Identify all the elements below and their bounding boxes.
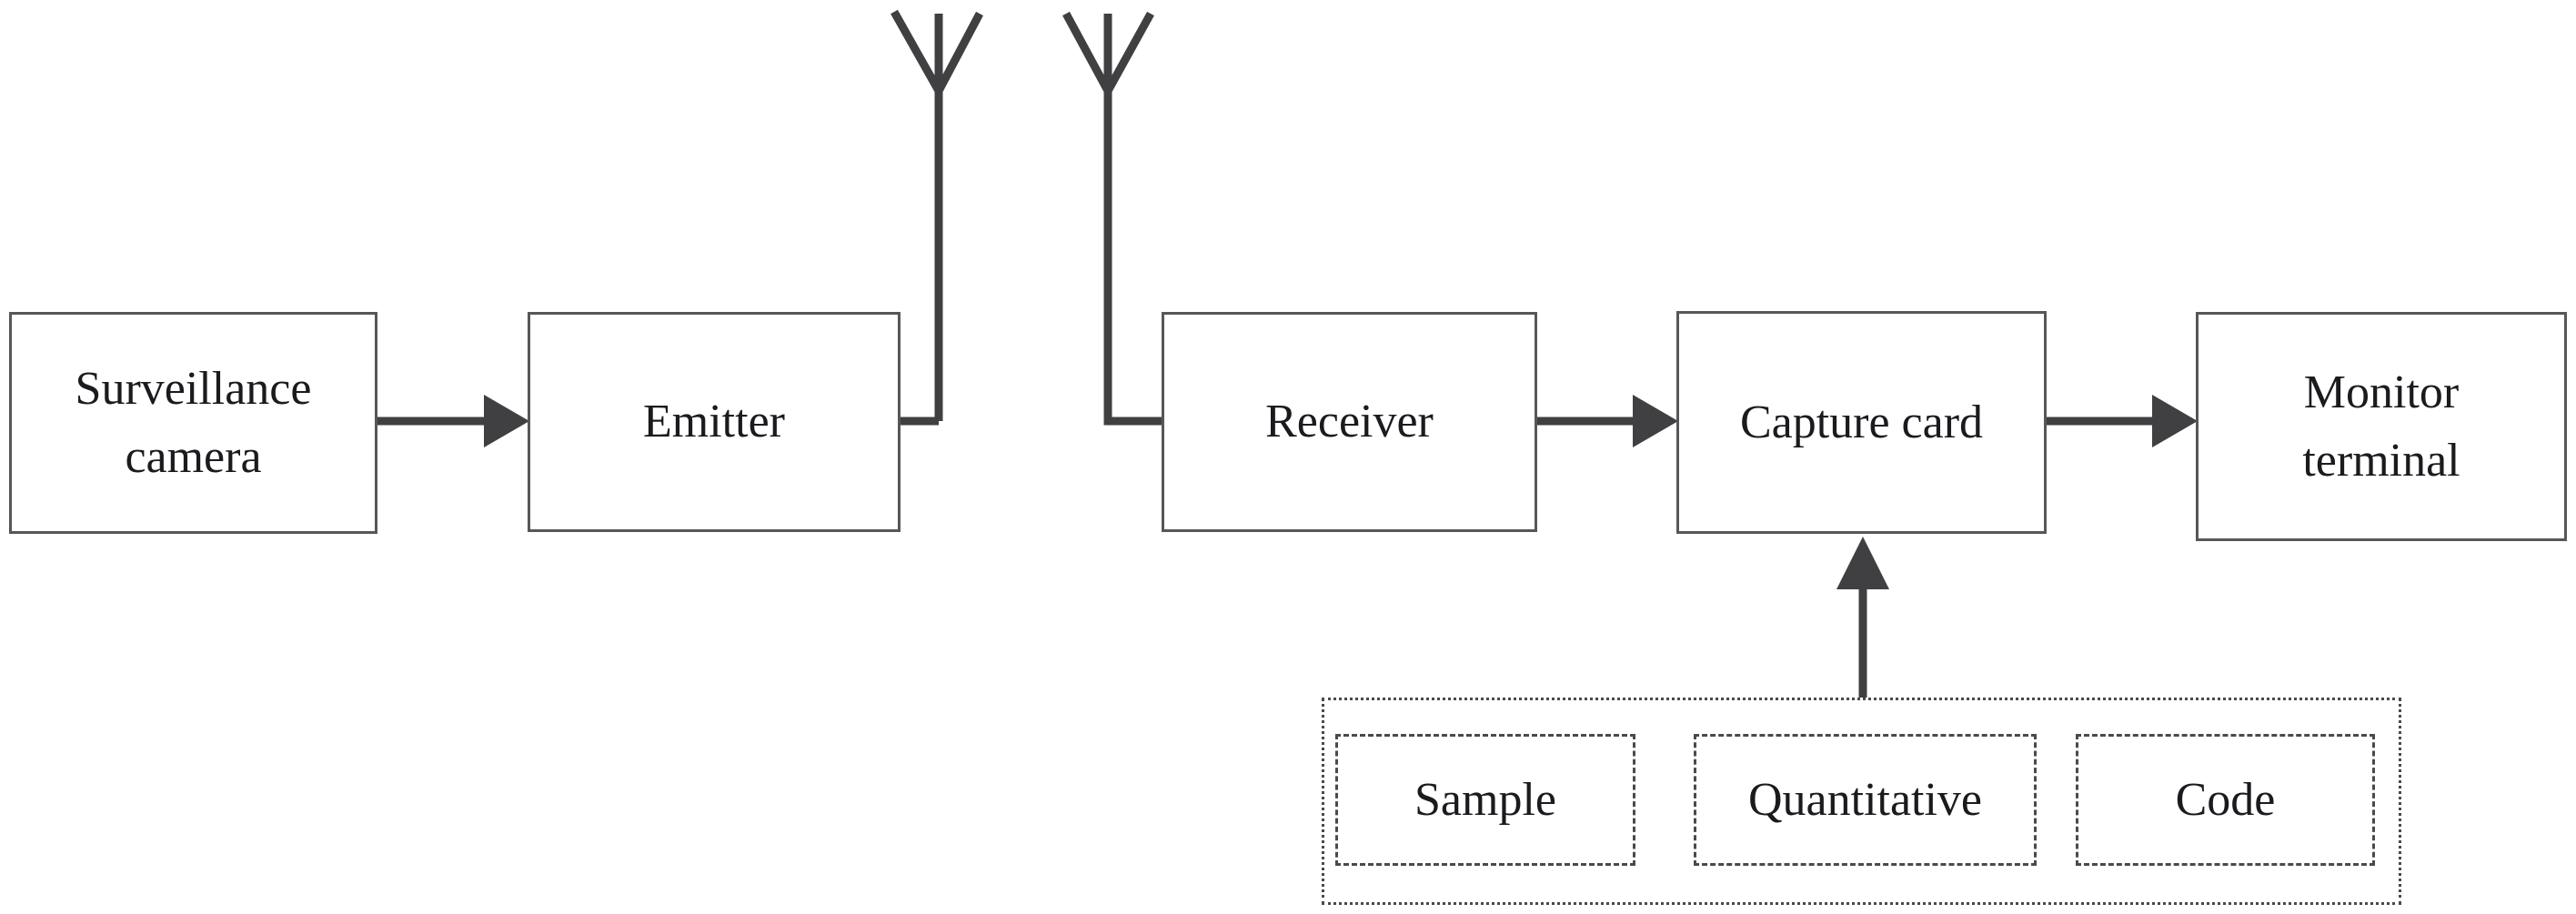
processing-step-code: Code [2076, 734, 2375, 866]
node-receiver: Receiver [1162, 312, 1537, 532]
node-monitor-terminal: Monitor terminal [2196, 312, 2567, 541]
node-label: Capture card [1739, 396, 1984, 448]
node-capture-card: Capture card [1676, 311, 2047, 534]
step-label: Sample [1414, 774, 1556, 826]
antenna-icon [891, 9, 983, 426]
antenna-icon [1062, 11, 1162, 426]
arrow-right-icon [1537, 395, 1678, 447]
arrow-up-icon [1836, 537, 1889, 698]
node-emitter: Emitter [528, 312, 901, 532]
processing-group: Sample Quantitative Code [1322, 698, 2401, 905]
processing-step-quantitative: Quantitative [1694, 734, 2037, 866]
node-label: Monitor terminal [2302, 366, 2460, 487]
node-surveillance-camera: Surveillance camera [9, 312, 377, 534]
step-label: Quantitative [1747, 774, 1983, 826]
processing-step-sample: Sample [1335, 734, 1635, 866]
arrow-right-icon [377, 395, 529, 447]
arrow-right-icon [2047, 395, 2198, 447]
step-label: Code [2175, 774, 2276, 826]
node-label: Receiver [1265, 396, 1434, 448]
node-label: Emitter [643, 396, 785, 448]
node-label: Surveillance camera [75, 362, 312, 483]
